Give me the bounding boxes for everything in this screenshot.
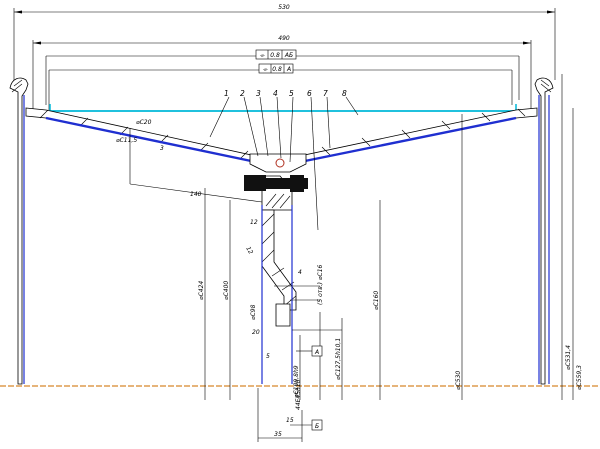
svg-text:140: 140: [190, 191, 202, 198]
svg-text:0.8: 0.8: [270, 52, 280, 59]
dim-overall-width: 530: [13, 4, 556, 80]
svg-text:7: 7: [323, 89, 328, 98]
svg-text:⌯: ⌯: [263, 66, 269, 73]
tolerance-frame-1: ⌯ 0.8 АБ: [45, 49, 520, 105]
rim-shell: [25, 107, 538, 164]
svg-text:3: 3: [256, 89, 261, 98]
svg-text:20: 20: [252, 329, 260, 336]
svg-text:12: 12: [244, 246, 254, 256]
svg-text:5: 5: [266, 353, 270, 360]
bolt: [244, 175, 308, 192]
svg-text:⌀C98: ⌀C98: [250, 304, 257, 320]
tolerance-frame-2: ⌯ 0.8 А: [48, 63, 513, 110]
svg-text:⌀C424: ⌀C424: [198, 281, 205, 300]
datum-a: А: [296, 345, 323, 357]
hole-dims: ⌀C20 ⌀C11,5 3 140: [116, 119, 263, 203]
svg-text:А: А: [314, 349, 319, 356]
svg-text:⌀C11,5: ⌀C11,5: [116, 137, 137, 144]
svg-text:4: 4: [298, 269, 302, 276]
svg-text:⌀C400: ⌀C400: [223, 281, 230, 300]
svg-text:⌀C20: ⌀C20: [136, 119, 152, 126]
svg-text:3: 3: [160, 145, 164, 152]
svg-text:8: 8: [342, 89, 347, 98]
svg-text:1: 1: [224, 89, 229, 98]
svg-text:⌀C127,5h10,1: ⌀C127,5h10,1: [335, 338, 342, 380]
svg-text:44E45h10: 44E45h10: [295, 379, 302, 410]
rim-right-flange: [534, 77, 554, 385]
svg-text:6: 6: [307, 89, 312, 98]
svg-text:⌯: ⌯: [260, 52, 266, 59]
svg-text:⌀C530: ⌀C530: [455, 371, 462, 390]
svg-text:(5 отв.) ⌀C16: (5 отв.) ⌀C16: [317, 264, 324, 305]
svg-text:Б: Б: [315, 423, 319, 430]
datum-b: Б: [290, 419, 323, 431]
svg-text:35: 35: [274, 431, 282, 438]
dim-inner-width: 490: [32, 35, 532, 110]
svg-text:0.8: 0.8: [272, 66, 282, 73]
svg-text:5: 5: [289, 89, 294, 98]
svg-text:⌀C160: ⌀C160: [373, 291, 380, 310]
svg-text:15: 15: [286, 417, 294, 424]
svg-text:530: 530: [278, 4, 290, 11]
wheel-disc: [261, 205, 297, 384]
rim-left-flange: [9, 77, 29, 385]
svg-text:А: А: [286, 66, 291, 73]
callout-labels: 1 2 3 4 5 6 7 8: [209, 89, 359, 231]
svg-text:⌀C559,3: ⌀C559,3: [576, 365, 583, 390]
svg-text:490: 490: [278, 35, 290, 42]
dim-35: 35: [257, 388, 303, 442]
svg-text:⌀C531,4: ⌀C531,4: [565, 345, 572, 370]
svg-text:4: 4: [273, 89, 278, 98]
svg-text:АБ: АБ: [284, 52, 293, 59]
svg-text:12: 12: [250, 219, 258, 226]
svg-text:2: 2: [240, 89, 245, 98]
diameter-lines: [204, 74, 574, 400]
svg-text:⌀C109,8h9: ⌀C109,8h9: [293, 365, 300, 398]
